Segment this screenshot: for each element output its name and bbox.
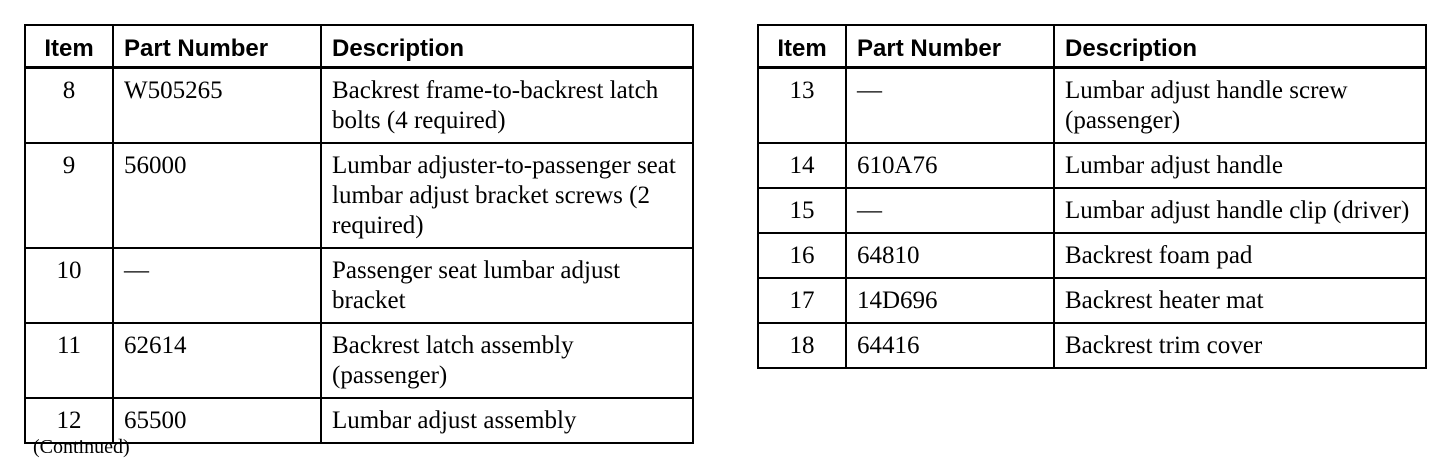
column-header-part-number: Part Number — [112, 24, 322, 69]
table-row: 14 610A76 Lumbar adjust handle — [757, 142, 1427, 189]
column-header-description: Description — [1053, 24, 1427, 69]
column-header-item: Item — [757, 24, 847, 69]
description-cell: Passenger seat lumbar adjust bracket — [320, 247, 694, 324]
table-row: 13 — Lumbar adjust handle screw (passeng… — [757, 66, 1427, 144]
table-row: 15 — Lumbar adjust handle clip (driver) — [757, 187, 1427, 234]
description-cell: Backrest heater mat — [1053, 277, 1427, 324]
table-row: 9 56000 Lumbar adjuster-to-passenger sea… — [24, 142, 694, 249]
description-cell: Backrest foam pad — [1053, 232, 1427, 279]
description-cell: Lumbar adjust handle clip (driver) — [1053, 187, 1427, 234]
item-cell: 16 — [757, 232, 847, 279]
item-cell: 15 — [757, 187, 847, 234]
description-cell: Backrest frame-to-backrest latch bolts (… — [320, 66, 694, 144]
table-row: 17 14D696 Backrest heater mat — [757, 277, 1427, 324]
item-cell: 8 — [24, 66, 114, 144]
column-header-item: Item — [24, 24, 114, 69]
part-number-cell: 64810 — [845, 232, 1055, 279]
part-number-cell: 62614 — [112, 322, 322, 399]
part-number-cell: — — [112, 247, 322, 324]
table-row: 16 64810 Backrest foam pad — [757, 232, 1427, 279]
part-number-cell: 65500 — [112, 397, 322, 444]
part-number-cell: — — [845, 66, 1055, 144]
item-cell: 12 — [24, 397, 114, 444]
table-row: 18 64416 Backrest trim cover — [757, 322, 1427, 369]
column-header-part-number: Part Number — [845, 24, 1055, 69]
description-cell: Lumbar adjust handle — [1053, 142, 1427, 189]
part-number-cell: W505265 — [112, 66, 322, 144]
table-header-row: Item Part Number Description — [24, 24, 694, 69]
parts-table-left: Item Part Number Description 8 W505265 B… — [24, 24, 694, 444]
description-cell: Lumbar adjuster-to-passenger seat lumbar… — [320, 142, 694, 249]
item-cell: 18 — [757, 322, 847, 369]
description-cell: Lumbar adjust handle screw (passenger) — [1053, 66, 1427, 144]
table-row: 11 62614 Backrest latch assembly (passen… — [24, 322, 694, 399]
continued-note: (Continued) — [33, 436, 130, 458]
part-number-cell: 56000 — [112, 142, 322, 249]
part-number-cell: 64416 — [845, 322, 1055, 369]
description-cell: Backrest latch assembly (passenger) — [320, 322, 694, 399]
table-row: 8 W505265 Backrest frame-to-backrest lat… — [24, 66, 694, 144]
table-header-row: Item Part Number Description — [757, 24, 1427, 69]
part-number-cell: — — [845, 187, 1055, 234]
item-cell: 10 — [24, 247, 114, 324]
item-cell: 14 — [757, 142, 847, 189]
column-header-description: Description — [320, 24, 694, 69]
table-row: 12 65500 Lumbar adjust assembly — [24, 397, 694, 444]
item-cell: 13 — [757, 66, 847, 144]
description-cell: Lumbar adjust assembly — [320, 397, 694, 444]
part-number-cell: 610A76 — [845, 142, 1055, 189]
parts-table-right: Item Part Number Description 13 — Lumbar… — [757, 24, 1427, 369]
item-cell: 11 — [24, 322, 114, 399]
table-row: 10 — Passenger seat lumbar adjust bracke… — [24, 247, 694, 324]
item-cell: 17 — [757, 277, 847, 324]
item-cell: 9 — [24, 142, 114, 249]
part-number-cell: 14D696 — [845, 277, 1055, 324]
description-cell: Backrest trim cover — [1053, 322, 1427, 369]
